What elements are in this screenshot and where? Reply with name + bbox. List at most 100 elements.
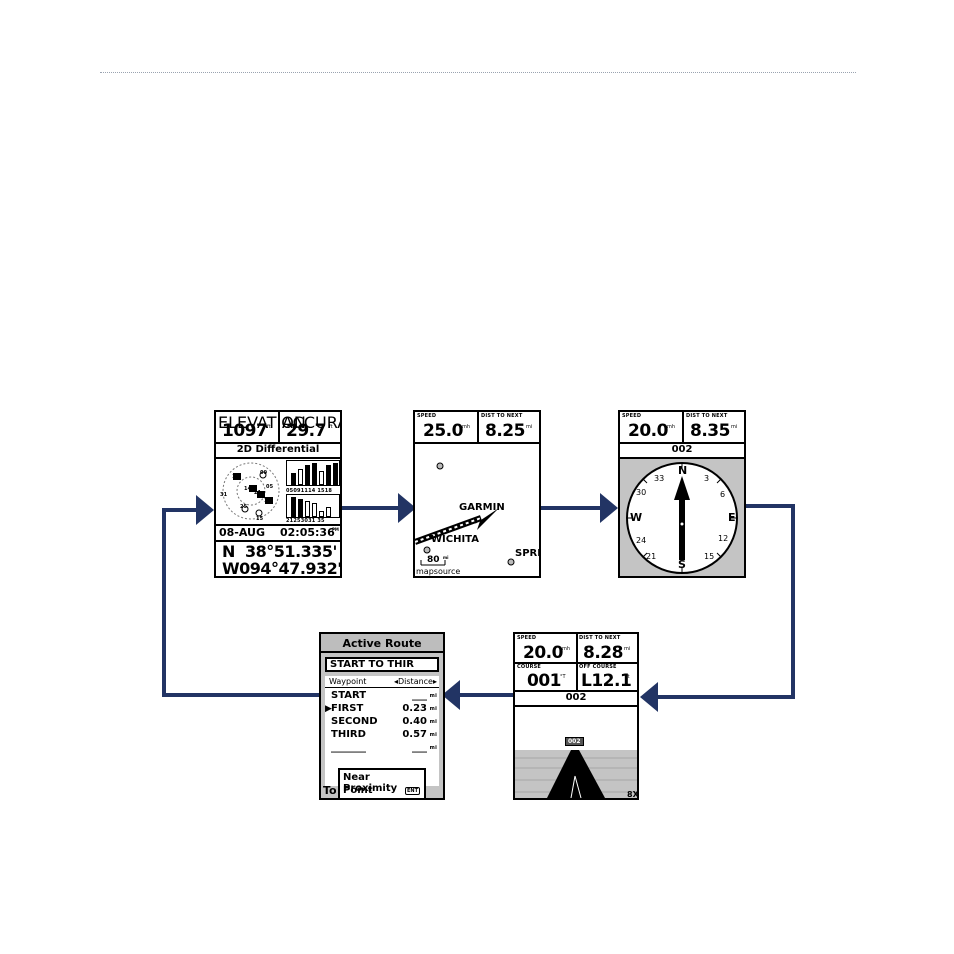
satellite-page-screen: ELEVATION 1097 ft ACCURACY 29.7 ft 2D Di…: [214, 410, 342, 578]
arrowhead-highway: [640, 682, 658, 712]
compass-tick: 21: [646, 552, 657, 561]
compass-tick: 24: [636, 536, 647, 545]
sky-sat-id: 11: [232, 474, 240, 480]
arrowhead-map: [398, 493, 416, 523]
column-waypoint: Waypoint: [329, 677, 367, 686]
dist-unit: mi: [526, 424, 533, 430]
compass-rose: [626, 462, 738, 574]
map-label-wichita: WICHITA: [431, 534, 479, 545]
speed-unit: mh: [462, 424, 471, 430]
route-row[interactable]: __________: [331, 742, 427, 753]
compass-tick: 30: [636, 488, 647, 497]
elevation-unit: ft: [267, 424, 271, 430]
route-title: Active Route: [321, 634, 443, 653]
position-arrow-icon: [475, 508, 499, 530]
compass-w: W: [630, 511, 643, 524]
date-field: 08-AUG: [219, 526, 266, 539]
sky-sat-id: 14: [244, 486, 252, 492]
distance-unit: mi: [429, 745, 437, 751]
highway-view: [515, 750, 637, 798]
signal-ids-top: 05091114 1518: [286, 488, 333, 494]
distance-unit: mi: [429, 693, 437, 699]
popup-line-2: Point: [343, 785, 373, 796]
row-pointer-icon: ▶: [325, 704, 332, 714]
off-course-label: OFF COURSE: [579, 664, 617, 670]
off-course-value: L12.1: [581, 671, 632, 691]
compass-tick: 6: [720, 490, 726, 499]
sky-view: [222, 462, 280, 520]
signal-bars-bottom: [286, 494, 340, 518]
route-footer: To: [323, 784, 337, 797]
compass-e: E: [728, 511, 736, 524]
course-unit: °T: [560, 674, 566, 680]
sky-sat-id: 09: [260, 470, 268, 476]
speed-value: 20.0: [523, 643, 563, 663]
sky-sat-id: 25: [240, 504, 248, 510]
dist-label: DIST TO NEXT: [686, 413, 728, 419]
dist-value: 8.28: [583, 643, 623, 663]
near-proximity-popup[interactable]: Near Proximity Point ENT: [338, 768, 426, 798]
sky-sat-id: 21: [254, 490, 262, 496]
header-dotted-rule: [100, 72, 856, 73]
signal-ids-bottom: 21253031 35: [286, 518, 325, 524]
sky-sat-id: 31: [220, 492, 228, 498]
accuracy-unit: ft: [329, 424, 333, 430]
speed-unit: mh: [562, 646, 571, 652]
longitude: W094°47.932': [222, 559, 342, 578]
dist-value: 8.35: [690, 421, 730, 441]
map-view: [415, 462, 515, 566]
accuracy-label: ACCURACY: [282, 413, 340, 432]
distance-unit: mi: [429, 719, 437, 725]
distance-unit: mi: [429, 732, 437, 738]
speed-value: 20.0: [628, 421, 668, 441]
compass-tick: 3: [704, 474, 710, 483]
dist-label: DIST TO NEXT: [579, 635, 621, 641]
distance-unit: mi: [429, 706, 437, 712]
compass-page-screen: SPEED 20.0 mh DIST TO NEXT 8.35 mi 002 N…: [618, 410, 746, 578]
time-field: 02:05:36: [280, 526, 335, 539]
map-scale-unit: mi: [443, 555, 449, 560]
sky-sat-id: 18: [264, 498, 272, 504]
speed-label: SPEED: [517, 635, 537, 641]
sky-sat-id: 05: [266, 484, 274, 490]
sky-sat-id: 15: [256, 516, 264, 522]
arrow-compass-to-highway: [650, 504, 795, 699]
dist-unit: mi: [624, 646, 631, 652]
latitude: N 38°51.335': [222, 542, 337, 561]
map-page-screen: SPEED 25.0 mh DIST TO NEXT 8.25 mi GARMI…: [413, 410, 541, 578]
dist-unit: mi: [731, 424, 738, 430]
course-label: COURSE: [517, 664, 542, 670]
popup-line-1: Near Proximity: [343, 772, 398, 794]
compass-tick: 33: [654, 474, 665, 483]
speed-label: SPEED: [622, 413, 642, 419]
speed-value: 25.0: [423, 421, 463, 441]
map-scale: 80: [427, 555, 440, 565]
zoom-level: 8X: [627, 790, 639, 799]
map-label-garmin: GARMIN: [459, 502, 505, 513]
arrowhead-compass: [600, 493, 618, 523]
route-row[interactable]: START___: [331, 690, 427, 701]
waypoint-name: 002: [671, 444, 693, 455]
map-label-spri: SPRI: [515, 548, 541, 559]
elevation-label: ELEVATION: [218, 413, 306, 432]
course-value: 001: [527, 671, 562, 691]
compass-s: S: [678, 558, 686, 571]
arrowhead-route: [442, 680, 460, 710]
speed-label: SPEED: [417, 413, 437, 419]
gps-status: 2D Differential: [236, 444, 320, 455]
arrow-route-to-sat: [162, 508, 319, 697]
time-suffix: PM: [332, 527, 339, 532]
column-distance-selector[interactable]: ◂Distance▸: [393, 677, 437, 686]
active-route-screen: Active Route START TO THIR Waypoint ◂Dis…: [319, 632, 445, 800]
waypoint-sign: 002: [565, 737, 584, 746]
map-footer: mapsource: [416, 567, 461, 576]
arrowhead-sat: [196, 495, 214, 525]
route-name-field[interactable]: START TO THIR: [325, 657, 439, 672]
signal-bars-top: [286, 460, 340, 486]
waypoint-name: 002: [565, 692, 587, 703]
